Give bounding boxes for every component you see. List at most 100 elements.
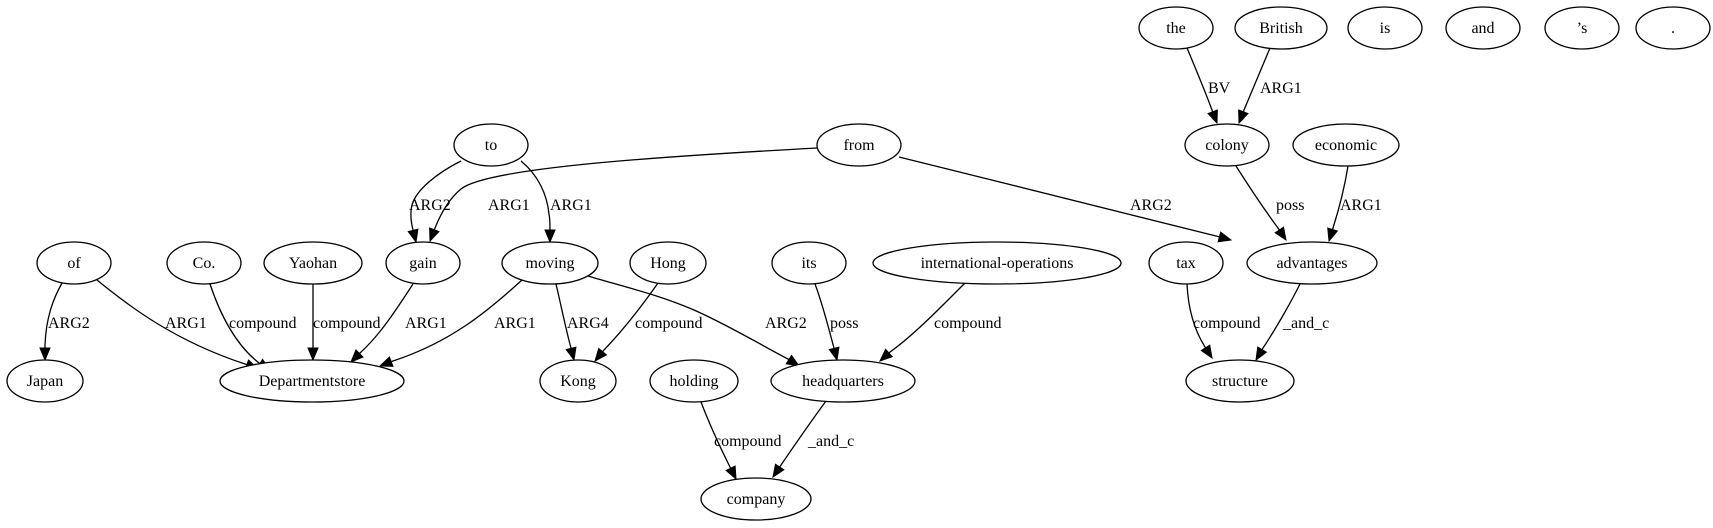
node-holding: holding: [649, 359, 739, 403]
node-from: from: [816, 123, 902, 167]
edge-line: [520, 160, 551, 231]
arrowhead: [1217, 231, 1233, 243]
edge-line: [1235, 165, 1280, 231]
node-advantages: advantages: [1246, 241, 1378, 285]
edge-label: compound: [635, 315, 703, 332]
node-is: is: [1347, 6, 1423, 50]
edge-label: ARG1: [494, 315, 536, 332]
node-s: ’s: [1544, 6, 1620, 50]
node-tax: tax: [1148, 241, 1224, 285]
node-label: advantages: [1276, 255, 1347, 272]
node-ellipse: [1234, 6, 1328, 50]
arrowhead: [429, 227, 440, 243]
node-ellipse: [1185, 359, 1295, 403]
node-ellipse: [872, 241, 1122, 285]
node-label: moving: [526, 255, 575, 272]
node-label: Co.: [193, 255, 216, 272]
node-of: of: [36, 241, 112, 285]
node-label: from: [843, 137, 875, 154]
node-label: Hong: [650, 255, 686, 272]
node-deptstore: Departmentstore: [219, 359, 405, 403]
node-label: economic: [1315, 137, 1377, 154]
node-hong: Hong: [629, 241, 707, 285]
edge-label: ARG2: [48, 315, 90, 332]
node-label: and: [1471, 20, 1494, 37]
edge-line: [209, 283, 261, 365]
arrowhead: [39, 347, 51, 362]
edge-label: ARG2: [409, 197, 451, 214]
node-ellipse: [816, 123, 902, 167]
edge-line: [1261, 283, 1301, 350]
edge-line: [1186, 283, 1207, 349]
edge-line: [44, 282, 63, 348]
node-ellipse: [36, 241, 112, 285]
arrowhead: [565, 346, 577, 362]
node-label: Departmentstore: [259, 373, 366, 390]
node-label: Kong: [560, 373, 596, 390]
arrowhead: [785, 354, 801, 367]
node-label: tax: [1176, 255, 1196, 272]
edge-tax-structure: compound: [1186, 283, 1261, 360]
edge-moving-headquarters: ARG2: [587, 275, 807, 367]
node-intlops: international-operations: [872, 241, 1122, 285]
node-ellipse: [385, 241, 461, 285]
arrowhead: [828, 346, 840, 362]
arrowhead: [725, 465, 737, 481]
node-ellipse: [1292, 123, 1400, 167]
edge-label: ARG4: [567, 315, 609, 332]
arrowhead: [879, 348, 894, 362]
edge-line: [779, 400, 827, 468]
node-label: of: [67, 255, 81, 272]
edge-label: ARG1: [1340, 197, 1382, 214]
node-label: Yaohan: [289, 255, 337, 272]
edge-line: [587, 275, 790, 361]
edge-to-gain: ARG2: [407, 160, 462, 244]
node-ellipse: [700, 477, 812, 521]
edge-moving-deptstore: ARG1: [378, 279, 536, 367]
node-ellipse: [771, 241, 847, 285]
arrowhead: [350, 349, 364, 363]
edge-intlops-headquarters: compound: [879, 282, 1002, 362]
arrowhead: [1255, 346, 1268, 362]
node-to: to: [453, 123, 529, 167]
arrowhead: [1200, 344, 1213, 360]
node-ellipse: [1544, 6, 1620, 50]
edge-economic-advantages: ARG1: [1327, 165, 1382, 243]
edge-line: [1331, 165, 1349, 230]
node-colony: colony: [1184, 123, 1270, 167]
edge-label: compound: [714, 433, 782, 450]
node-british: British: [1234, 6, 1328, 50]
edge-from-advantages: ARG2: [898, 156, 1233, 243]
node-ellipse: [6, 359, 84, 403]
edge-label: compound: [313, 315, 381, 332]
node-ellipse: [1445, 6, 1521, 50]
edge-line: [433, 147, 818, 231]
node-label: holding: [670, 373, 719, 390]
edge-the-colony: BV: [1186, 47, 1231, 125]
edge-yaohan-deptstore: compound: [307, 284, 381, 362]
edge-line: [1186, 47, 1214, 113]
edge-co-deptstore: compound: [209, 283, 297, 371]
arrowhead: [378, 356, 394, 367]
edge-label: ARG1: [550, 197, 592, 214]
node-the: the: [1138, 6, 1214, 50]
arrowhead: [1238, 109, 1249, 125]
edge-advantages-structure: _and_c: [1255, 283, 1329, 362]
node-ellipse: [629, 241, 707, 285]
node-label: Japan: [27, 373, 63, 390]
edge-line: [410, 160, 462, 231]
arrowhead: [544, 229, 556, 244]
node-ellipse: [166, 241, 242, 285]
node-economic: economic: [1292, 123, 1400, 167]
node-ellipse: [1184, 123, 1270, 167]
arrowhead: [772, 463, 785, 479]
node-ellipse: [501, 241, 599, 285]
node-label: ’s: [1577, 20, 1588, 37]
node-ellipse: [219, 359, 405, 403]
node-ellipse: [1246, 241, 1378, 285]
node-label: is: [1380, 20, 1391, 37]
edge-label: compound: [229, 315, 297, 332]
edge-its-headquarters: poss: [814, 283, 858, 362]
edge-line: [898, 156, 1220, 238]
